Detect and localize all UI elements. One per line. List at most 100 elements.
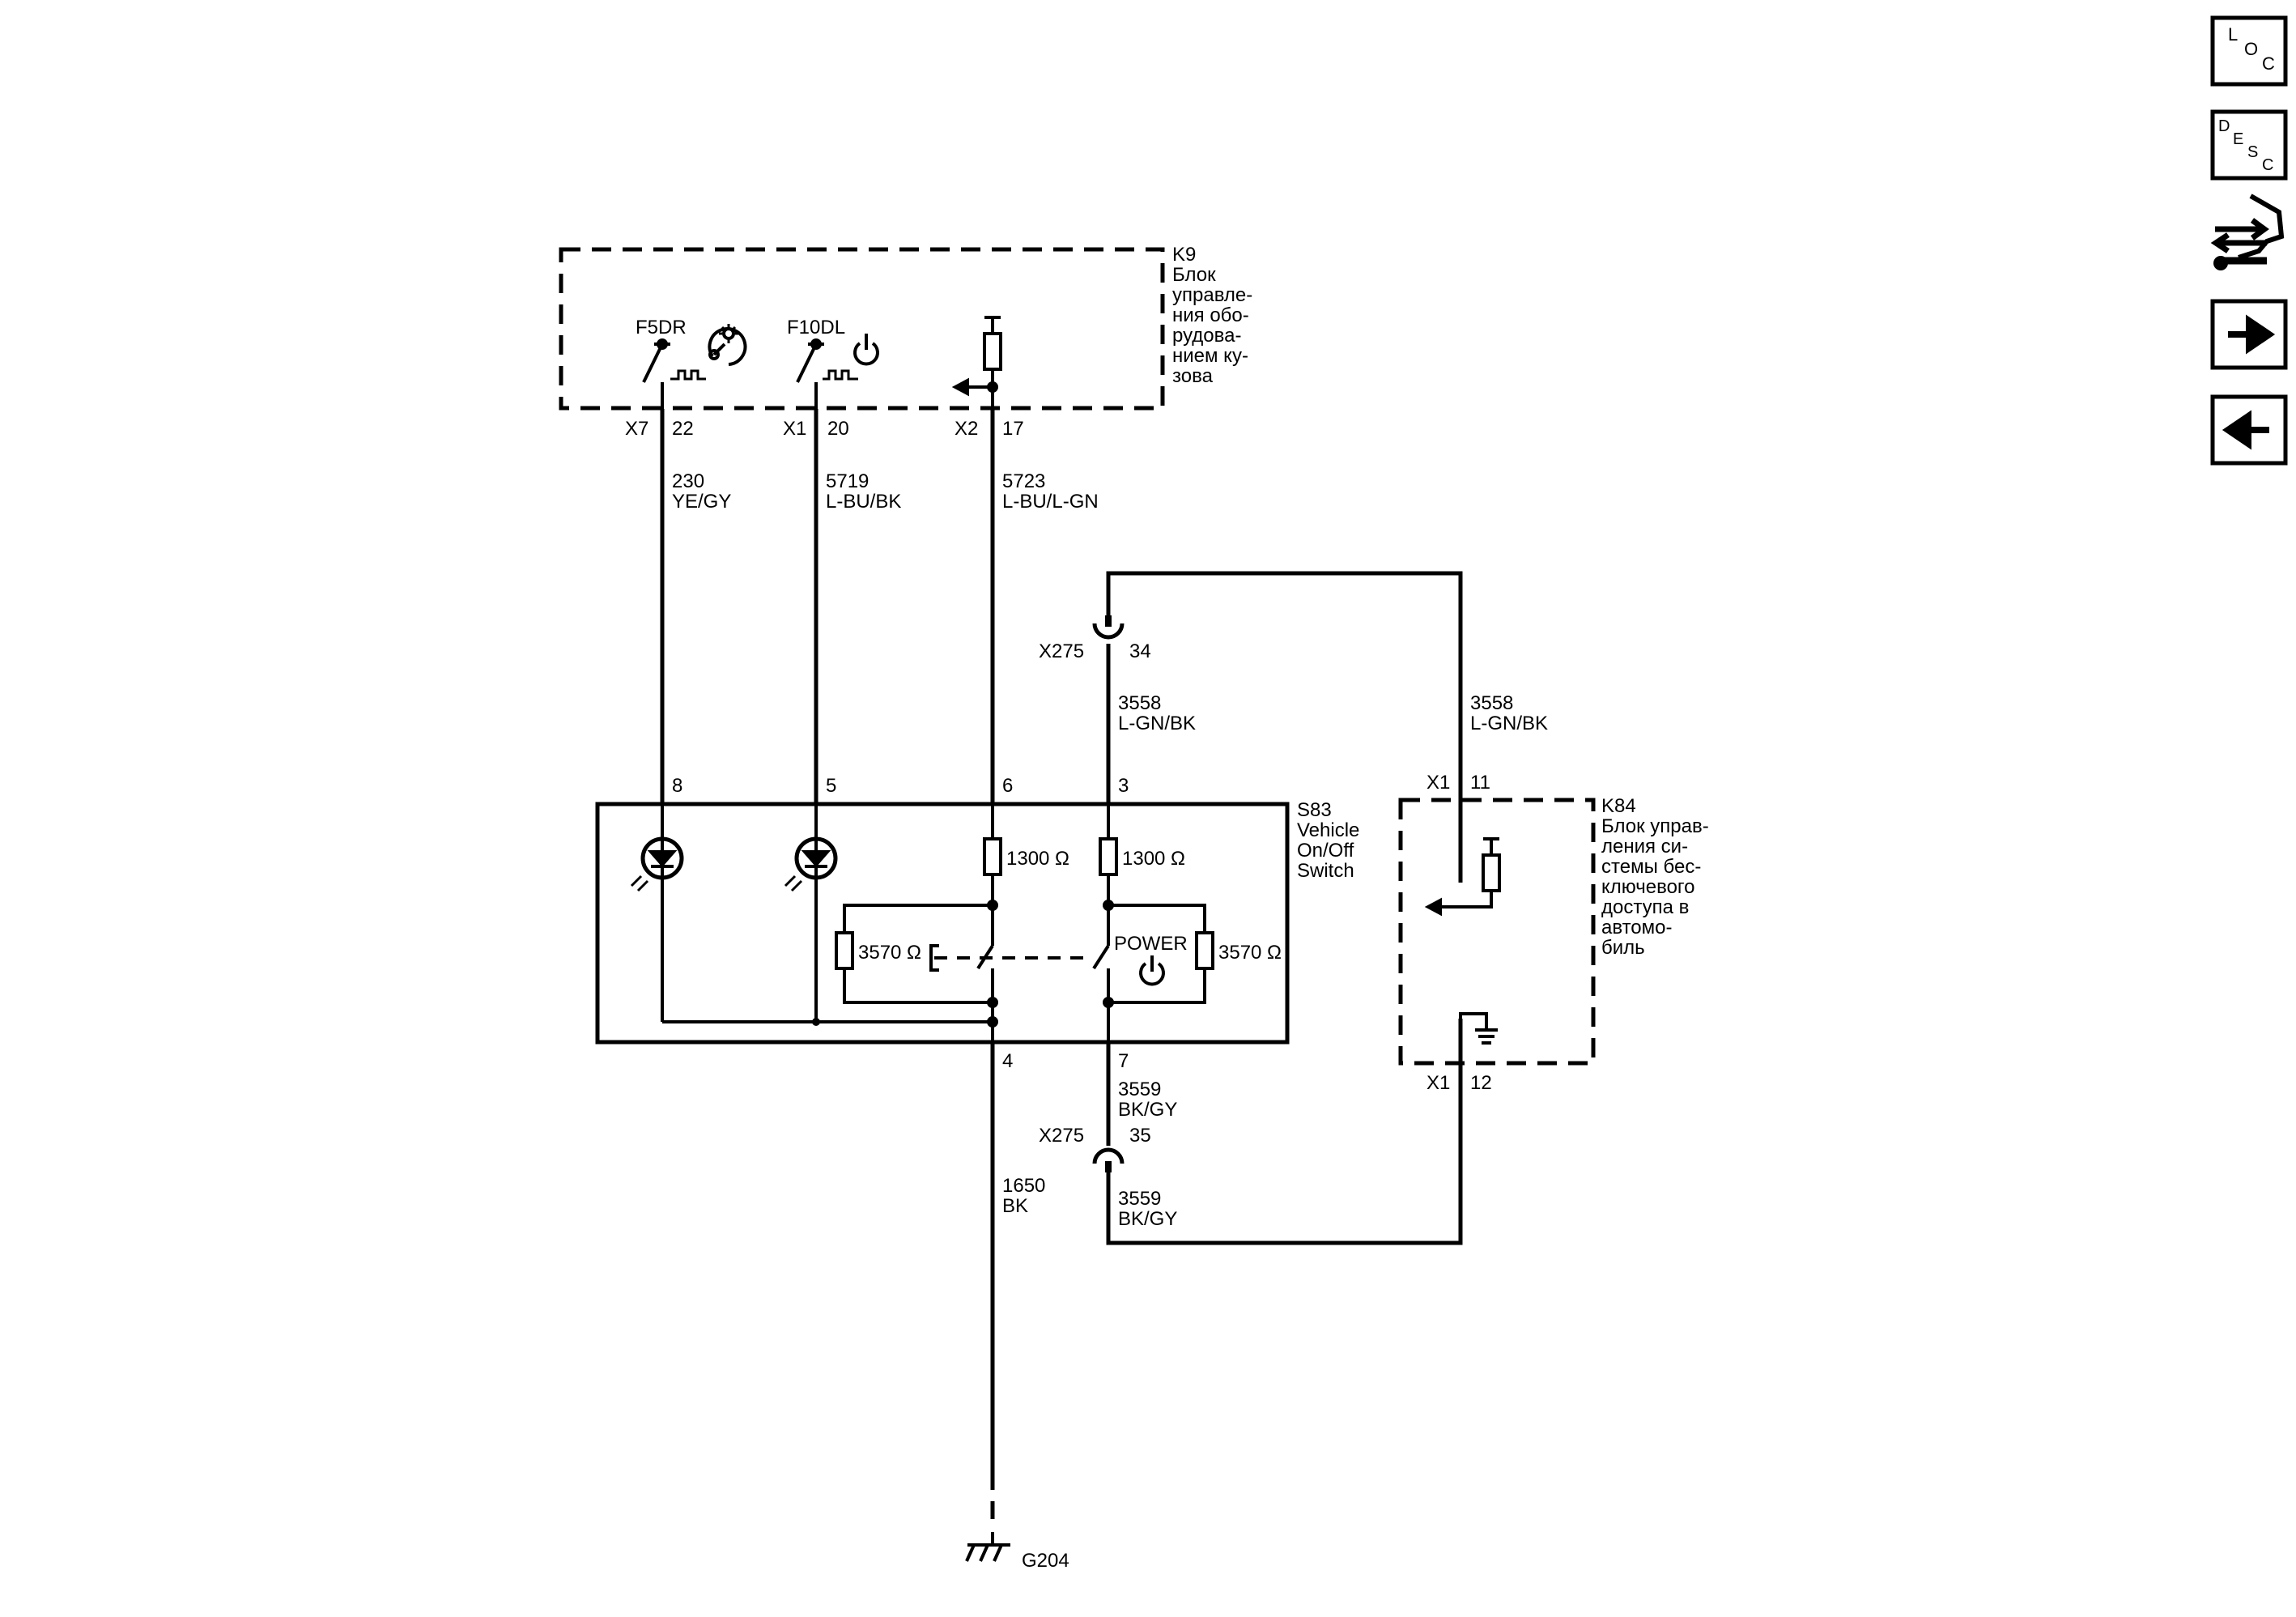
- svg-text:17: 17: [1002, 418, 1024, 440]
- wire-3559-a-label: 3559 BK/GY: [1118, 1079, 1177, 1121]
- loc-letter-l: L: [2228, 24, 2238, 45]
- k9-pullup-resistor: [951, 316, 1002, 409]
- svg-text:34: 34: [1129, 640, 1151, 662]
- s83-pin-labels-top: 8 5 6 3: [672, 775, 1129, 797]
- svg-text:7: 7: [1118, 1050, 1129, 1072]
- svg-text:стемы бес-: стемы бес-: [1601, 856, 1701, 878]
- svg-text:Vehicle: Vehicle: [1297, 819, 1359, 841]
- svg-text:Switch: Switch: [1297, 860, 1354, 882]
- arrow-left-icon: [2222, 410, 2269, 450]
- loc-letter-o: O: [2244, 39, 2258, 59]
- k9-label: K9 Блок управле- ния обо- рудова- нием к…: [1172, 244, 1252, 387]
- wire-3559-b-label: 3559 BK/GY: [1118, 1188, 1177, 1230]
- svg-text:управле-: управле-: [1172, 284, 1252, 306]
- svg-text:1650: 1650: [1002, 1175, 1045, 1197]
- svg-text:зова: зова: [1172, 365, 1214, 387]
- svg-text:ления си-: ления си-: [1601, 836, 1688, 857]
- wire-3558-loop: [1106, 571, 1463, 883]
- s83-pin-labels-bottom: 4 7: [1002, 1050, 1129, 1072]
- svg-text:автомо-: автомо-: [1601, 917, 1672, 938]
- resistor-1300-b-label: 1300 Ω: [1122, 848, 1185, 870]
- svg-text:4: 4: [1002, 1050, 1013, 1072]
- svg-text:BK/GY: BK/GY: [1118, 1208, 1177, 1230]
- f5dr-label: F5DR: [636, 317, 687, 338]
- svg-text:3559: 3559: [1118, 1079, 1161, 1100]
- svg-text:3: 3: [1118, 775, 1129, 797]
- svg-text:X1: X1: [1426, 1072, 1450, 1094]
- svg-text:230: 230: [672, 470, 704, 492]
- connector-tool-icon[interactable]: [2210, 194, 2285, 270]
- svg-text:X1: X1: [1426, 772, 1450, 794]
- wire-3559-loop: [1106, 1019, 1463, 1245]
- svg-text:L-GN/BK: L-GN/BK: [1118, 713, 1196, 734]
- svg-text:35: 35: [1129, 1125, 1151, 1147]
- svg-text:L-GN/BK: L-GN/BK: [1470, 713, 1548, 734]
- loc-button[interactable]: L O C: [2210, 15, 2288, 87]
- wire-3558-a-label: 3558 L-GN/BK: [1118, 692, 1196, 734]
- svg-text:3558: 3558: [1470, 692, 1513, 714]
- x275-35-label: X275 35: [1039, 1125, 1151, 1147]
- prev-button[interactable]: [2210, 394, 2288, 466]
- svg-text:12: 12: [1470, 1072, 1492, 1094]
- svg-text:K84: K84: [1601, 795, 1636, 817]
- svg-text:Блок: Блок: [1172, 264, 1216, 286]
- svg-text:K9: K9: [1172, 244, 1196, 266]
- s83-switch-box: [595, 802, 1290, 1045]
- svg-text:X275: X275: [1039, 640, 1084, 662]
- k9-pin-labels: X7 22 X1 20 X2 17: [625, 418, 1024, 440]
- svg-text:L-BU/L-GN: L-BU/L-GN: [1002, 491, 1099, 513]
- svg-text:ния обо-: ния обо-: [1172, 304, 1249, 326]
- svg-text:On/Off: On/Off: [1297, 840, 1354, 862]
- svg-text:6: 6: [1002, 775, 1013, 797]
- wire-3558-b-label: 3558 L-GN/BK: [1470, 692, 1548, 734]
- arrow-right-icon: [2228, 314, 2276, 355]
- k9-module-box: [559, 247, 1165, 411]
- wire-1650: 1650 BK: [990, 1042, 1045, 1530]
- power-button-icon: [1139, 955, 1165, 986]
- desc-letter-s: S: [2247, 143, 2258, 161]
- svg-text:доступа в: доступа в: [1601, 896, 1689, 918]
- resistor-3570-b-label: 3570 Ω: [1218, 942, 1282, 964]
- x275-34-label: X275 34: [1039, 640, 1151, 662]
- led-indicator-5: [784, 804, 838, 1022]
- svg-text:3559: 3559: [1118, 1188, 1161, 1210]
- resistor-3570-a-label: 3570 Ω: [858, 942, 921, 964]
- svg-text:8: 8: [672, 775, 682, 797]
- svg-text:X7: X7: [625, 418, 648, 440]
- k84-label: K84 Блок управ- ления си- стемы бес- клю…: [1601, 795, 1709, 959]
- x275-34-connector: [1092, 623, 1125, 640]
- svg-text:3558: 3558: [1118, 692, 1161, 714]
- k84-pullup-resistor: [1424, 837, 1501, 917]
- svg-text:22: 22: [672, 418, 694, 440]
- f10dl-output-symbol: [796, 338, 858, 409]
- wire-230: 230 YE/GY: [660, 409, 731, 804]
- svg-text:BK/GY: BK/GY: [1118, 1099, 1177, 1121]
- svg-text:11: 11: [1470, 772, 1490, 794]
- svg-text:рудова-: рудова-: [1172, 325, 1241, 347]
- desc-letter-d: D: [2218, 117, 2230, 135]
- svg-text:5719: 5719: [826, 470, 869, 492]
- svg-text:X1: X1: [783, 418, 806, 440]
- svg-text:X275: X275: [1039, 1125, 1084, 1147]
- power-icon: [853, 334, 879, 366]
- svg-text:X2: X2: [955, 418, 978, 440]
- svg-text:BK: BK: [1002, 1195, 1028, 1217]
- desc-letter-c: C: [2262, 156, 2273, 174]
- switch-resistor-network: [835, 804, 1214, 1042]
- svg-text:Блок управ-: Блок управ-: [1601, 815, 1709, 837]
- resistor-1300-a-label: 1300 Ω: [1006, 848, 1069, 870]
- svg-text:YE/GY: YE/GY: [672, 491, 731, 513]
- desc-letter-e: E: [2233, 130, 2243, 148]
- next-button[interactable]: [2210, 299, 2288, 370]
- k84-pin-top-label: X1 11: [1426, 772, 1490, 794]
- k84-pin-bottom-label: X1 12: [1426, 1072, 1492, 1094]
- svg-text:L-BU/BK: L-BU/BK: [826, 491, 901, 513]
- power-button-label: POWER: [1114, 933, 1188, 955]
- f10dl-label: F10DL: [787, 317, 845, 338]
- x275-35-connector: [1092, 1147, 1125, 1164]
- svg-text:5: 5: [826, 775, 836, 797]
- dimmer-dial-icon: [708, 324, 747, 366]
- desc-button[interactable]: D E S C: [2210, 109, 2288, 181]
- ground-g204-icon: [965, 1532, 1010, 1562]
